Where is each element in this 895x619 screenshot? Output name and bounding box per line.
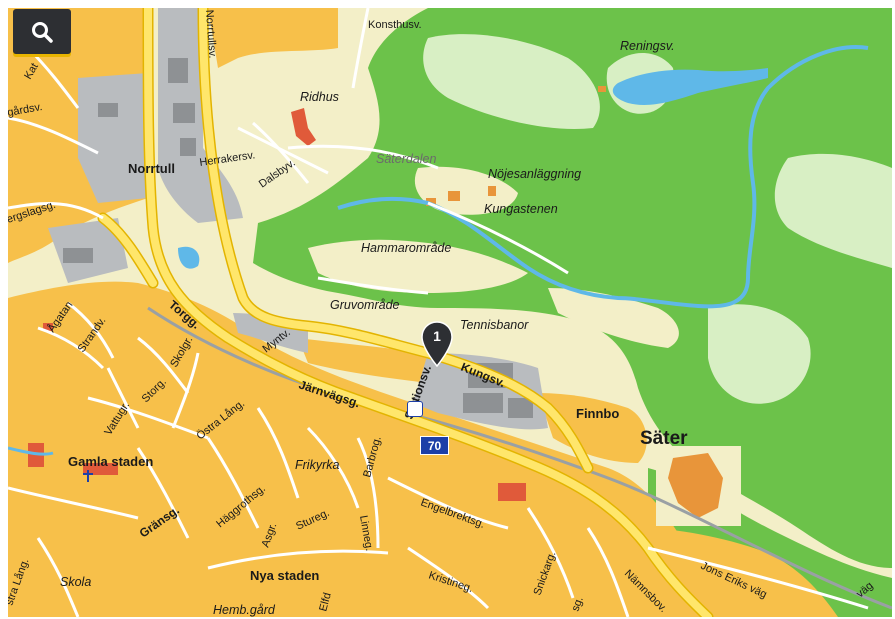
river [337,45,869,309]
map-pin-icon [421,321,453,367]
stream [8,446,54,456]
buildings-orange [426,86,606,206]
urban-area [8,281,748,617]
sater-building [668,453,723,518]
label-hammaromrade: Hammarområde [361,241,451,255]
minor-streets [8,8,869,617]
label-saterdalen: Säterdalen [376,152,437,166]
label-norrtull: Norrtull [128,161,175,176]
industrial-area [78,73,148,203]
forest-clearing [423,34,600,129]
label-norrtullsv: Norrtullsv. [203,9,218,58]
road-number-badge: 70 [420,436,449,455]
open-valley [414,166,518,215]
train-station-icon [407,401,423,417]
label-hemb-gard: Hemb.gård [213,603,276,617]
label-skola: Skola [60,575,91,589]
open-valley [308,239,528,293]
label-tennisbanor: Tennisbanor [460,318,529,332]
label-gamla-staden: Gamla staden [68,454,153,469]
pond [178,246,200,269]
urban-area [538,393,647,463]
railway [147,306,892,610]
map-marker-1[interactable]: 1 [421,321,453,367]
open-field [548,288,679,348]
marker-number: 1 [433,328,441,344]
urban-area [208,8,338,68]
search-button[interactable] [13,9,71,54]
forest-clearing [708,304,811,404]
label-finnbo: Finnbo [576,406,619,421]
label-sater: Säter [640,428,688,449]
label-ridhus: Ridhus [300,90,339,104]
label-konsthusv: Konsthusv. [368,19,422,31]
label-renings: Reningsv. [620,39,675,53]
label-elfd: Elfd [317,591,334,612]
forest-clearing [774,153,892,268]
map-svg: Konsthusv. Reningsv. Norrtullsv. Ridhus … [8,8,892,617]
major-roads [99,8,712,617]
river-upper [612,68,768,105]
buildings-red [28,108,526,501]
label-kungastenen: Kungastenen [484,202,558,216]
label-frikyrka: Frikyrka [295,458,339,472]
label-sg: sg. [570,595,586,613]
map-canvas[interactable]: Konsthusv. Reningsv. Norrtullsv. Ridhus … [8,8,892,617]
label-gruvomrade: Gruvområde [330,298,400,312]
label-nojes: Nöjesanläggning [488,167,581,181]
label-nya-staden: Nya staden [250,568,319,583]
search-icon [32,21,53,43]
church-icon [83,470,93,482]
